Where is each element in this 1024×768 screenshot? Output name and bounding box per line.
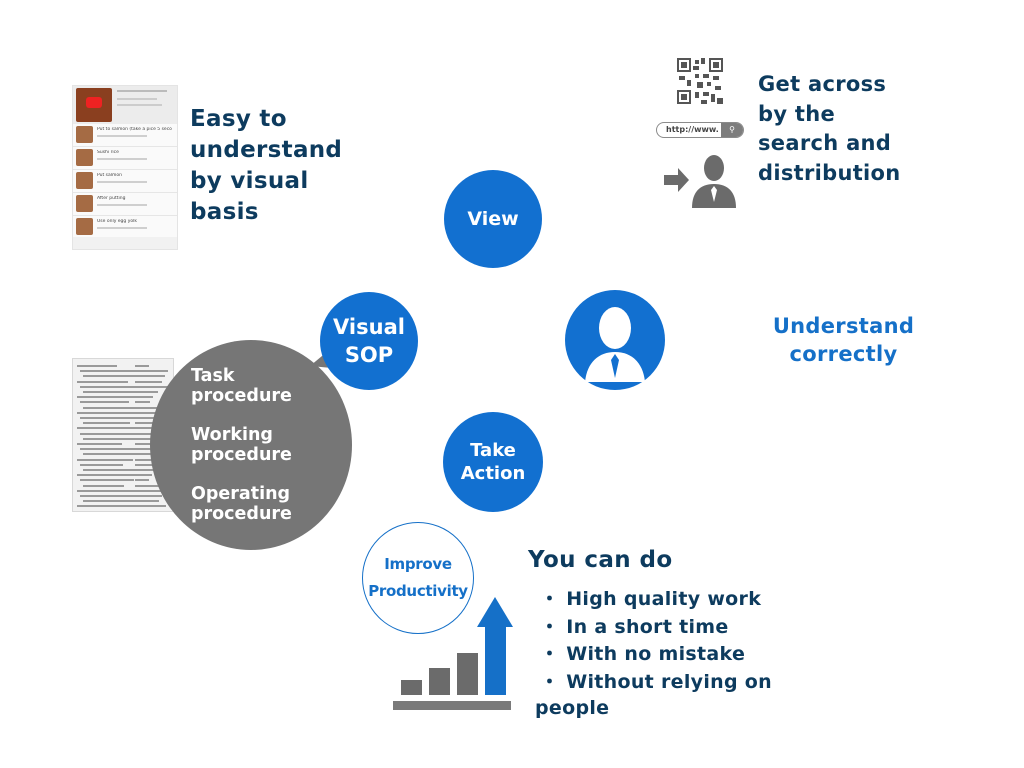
person-circle <box>565 290 665 390</box>
procedure-line: Working <box>191 425 273 445</box>
improve-line: Productivity <box>368 582 468 600</box>
visual-sop-circle: Visual SOP <box>320 292 418 390</box>
step-thumbnail <box>76 218 93 235</box>
list-item: Use only egg yolk <box>73 216 177 239</box>
get-across-line: by the <box>758 101 836 126</box>
list-item: Put salmon <box>73 170 177 193</box>
understand-correctly-text: Understand correctly <box>766 312 921 368</box>
list-item: Sushi rice <box>73 147 177 170</box>
step-title: Put salmon <box>97 173 123 178</box>
procedure-line: Operating <box>191 484 291 504</box>
step-title: Use only egg yolk <box>97 219 137 224</box>
play-icon <box>86 97 102 108</box>
step-title: Sushi rice <box>97 150 119 155</box>
improve-productivity-circle: Improve Productivity <box>362 522 474 634</box>
phone-tabbar <box>73 237 177 249</box>
procedure-operating: Operating procedure <box>191 484 292 524</box>
you-can-do-last-line: people <box>535 697 610 719</box>
improve-line: Improve <box>384 555 452 573</box>
procedure-line: procedure <box>191 386 292 406</box>
you-can-do-title: You can do <box>528 547 673 573</box>
list-item: ・ With no mistake <box>540 643 746 665</box>
procedure-bubble <box>150 340 352 550</box>
view-circle: View <box>444 170 542 268</box>
phone-header <box>73 86 177 124</box>
understand-line: correctly <box>789 342 898 366</box>
list-item: ・ High quality work <box>540 588 762 610</box>
step-thumbnail <box>76 126 93 143</box>
take-action-line: Action <box>460 463 526 484</box>
procedure-task: Task procedure <box>191 366 292 406</box>
url-text: http://www. <box>666 125 719 134</box>
you-can-do-list: ・ High quality work ・ In a short time ・ … <box>540 586 772 696</box>
step-title: Put to salmon (take a pice 5 seconds) <box>97 127 172 132</box>
easy-line: understand <box>190 137 343 163</box>
view-label: View <box>467 208 519 230</box>
list-item: ・ In a short time <box>540 615 729 638</box>
procedure-line: procedure <box>191 504 292 524</box>
search-bar-icon: http://www. ⚲ <box>656 122 744 138</box>
person-arrow-icon <box>664 155 736 208</box>
get-across-line: Get across <box>758 72 887 96</box>
qr-code-icon <box>677 58 723 104</box>
take-action-line: Take <box>470 440 516 461</box>
procedure-working: Working procedure <box>191 425 292 465</box>
easy-line: by visual <box>190 168 309 194</box>
list-item: After putting <box>73 193 177 216</box>
list-item: ・ Without relying on <box>540 670 772 693</box>
visual-sop-line: Visual <box>333 315 405 339</box>
step-thumbnail <box>76 172 93 189</box>
phone-screenshot-image: Put to salmon (take a pice 5 seconds) Sus… <box>72 85 178 250</box>
bar-chart-arrow-icon <box>393 597 513 710</box>
procedure-line: Task <box>191 366 235 386</box>
person-icon <box>585 307 645 382</box>
step-title: After putting <box>97 196 126 201</box>
step-thumbnail <box>76 195 93 212</box>
step-thumbnail <box>76 149 93 166</box>
take-action-circle: Take Action <box>443 412 543 512</box>
easy-line: Easy to <box>190 106 287 132</box>
procedure-line: procedure <box>191 445 292 465</box>
visual-sop-line: SOP <box>344 343 394 367</box>
easy-to-understand-text: Easy to understand by visual basis <box>190 104 342 228</box>
easy-line: basis <box>190 199 259 225</box>
get-across-line: distribution <box>758 160 901 185</box>
list-item: Put to salmon (take a pice 5 seconds) <box>73 124 177 147</box>
search-icon: ⚲ <box>721 123 743 137</box>
get-across-line: search and <box>758 131 892 155</box>
get-across-text: Get across by the search and distributio… <box>758 70 901 188</box>
understand-line: Understand <box>772 314 915 338</box>
